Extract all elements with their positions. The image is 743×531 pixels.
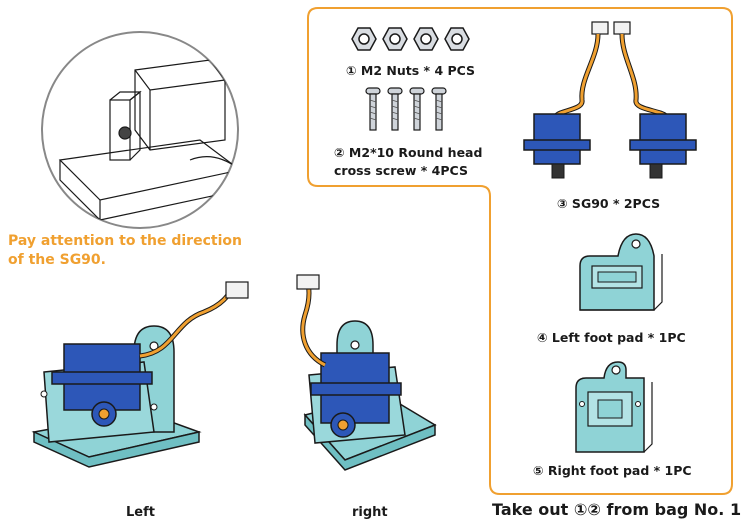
servo-label: ③ SG90 * 2PCS (557, 196, 661, 211)
nuts-label: ① M2 Nuts * 4 PCS (346, 63, 476, 78)
left-assembly-label: Left (126, 505, 155, 520)
screws-label-line1: ② M2*10 Round head (334, 145, 483, 160)
direction-note-line1: Pay attention to the direction (8, 233, 242, 249)
assembly-right-image (296, 274, 437, 471)
zoom-detail-image (41, 31, 239, 229)
screws-label-line2: cross screw * 4PCS (334, 163, 468, 178)
footer-instruction: Take out ①② from bag No. 1 (492, 500, 742, 519)
m2-nuts-image (351, 27, 470, 51)
right-foot-pad-image (575, 361, 653, 453)
left-foot-pad-image (579, 233, 663, 311)
right-pad-label: ⑤ Right foot pad * 1PC (533, 463, 692, 478)
sg90-servos-image (523, 21, 697, 179)
direction-note-line2: of the SG90. (8, 252, 106, 268)
m2-screws-image (365, 87, 447, 131)
right-assembly-label: right (352, 505, 388, 520)
left-pad-label: ④ Left foot pad * 1PC (537, 330, 686, 345)
assembly-left-image (31, 281, 249, 468)
